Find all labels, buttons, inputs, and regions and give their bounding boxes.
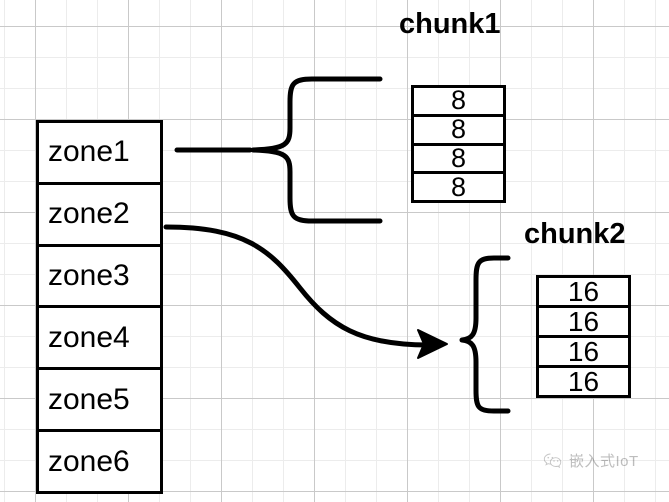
chunk1-row: 8 (414, 146, 503, 175)
wechat-icon (543, 453, 562, 469)
zone-row: zone1 (39, 123, 160, 185)
chunk2-brace (459, 255, 511, 414)
watermark-text: 嵌入式IoT (569, 453, 639, 470)
chunk1-row: 8 (414, 88, 503, 117)
chunk2-row: 16 (539, 338, 628, 368)
chunk2-row: 16 (567, 368, 600, 395)
chunk2-label: chunk2 (524, 218, 626, 250)
chunk1-row: 8 (450, 174, 467, 200)
arrowhead-icon (417, 329, 448, 359)
chunk1-label: chunk1 (399, 8, 501, 40)
chunk2-table: 16 16 16 16 (536, 275, 631, 398)
zone-row: zone5 (39, 370, 160, 433)
chunk1-row: 8 (414, 117, 503, 146)
zone-row: zone2 (39, 185, 160, 247)
chunk2-row: 16 (539, 308, 628, 338)
zone-row: zone6 (48, 444, 130, 478)
chunk1-brace (250, 76, 383, 224)
chunk2-row: 16 (539, 278, 628, 308)
chunk1-table: 8 8 8 8 (411, 85, 506, 203)
connector-zone1-to-chunk1 (174, 76, 383, 224)
connector-zone2-to-chunk2 (163, 224, 511, 414)
zone-table: zone1 zone2 zone3 zone4 zone5 zone6 (36, 120, 163, 494)
zone-row: zone4 (39, 308, 160, 371)
watermark: 嵌入式IoT (543, 450, 639, 471)
zone-row: zone3 (39, 247, 160, 309)
zone2-s-curve (163, 224, 431, 348)
